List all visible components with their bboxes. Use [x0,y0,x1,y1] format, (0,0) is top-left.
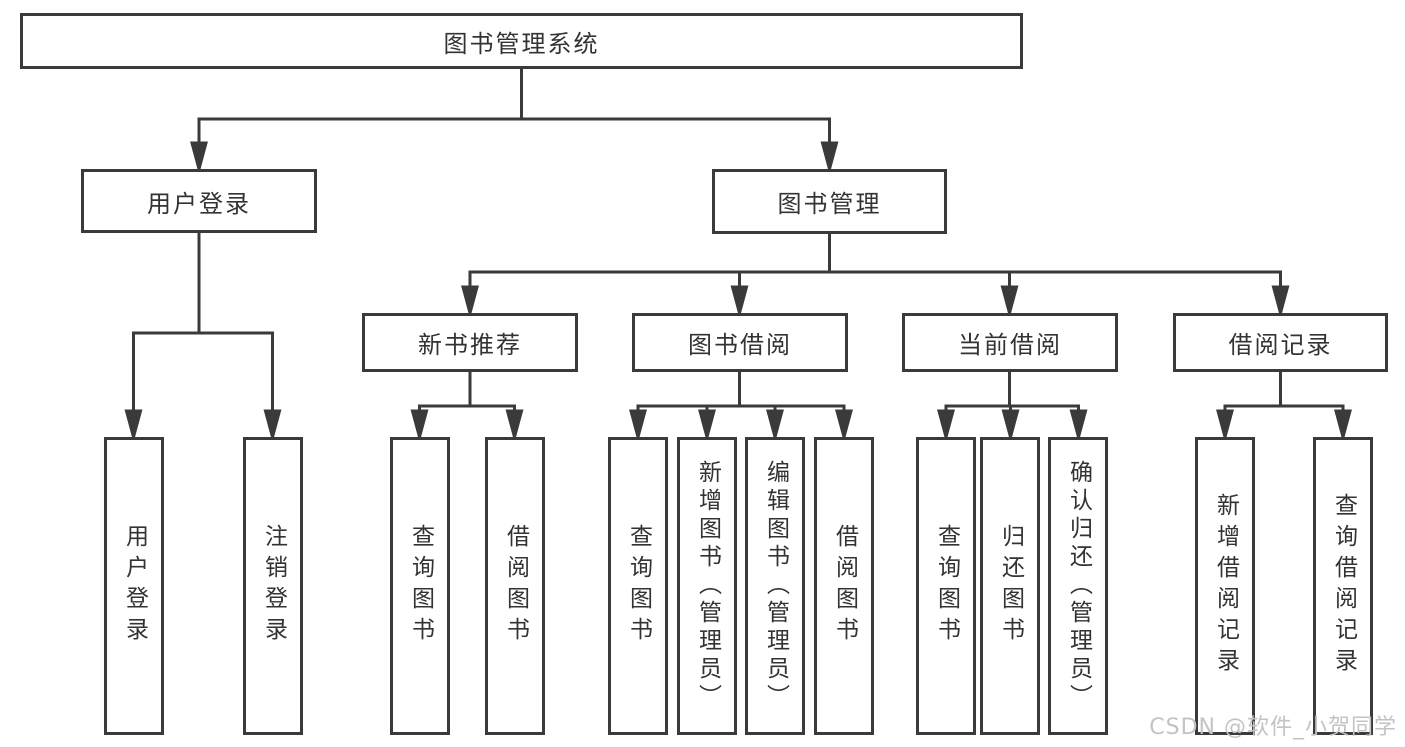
node-root: 图书管理系统 [20,13,1023,69]
node-book-borrow: 图书借阅 [632,313,848,372]
leaf-cb-return-books: 归还图书 [980,437,1040,735]
leaf-rec-borrow-books: 借阅图书 [485,437,545,735]
leaf-bb-edit-books-admin: 编辑图书（管理员） [745,437,805,735]
watermark: CSDN @软件_小贺同学 [1149,715,1397,740]
leaf-br-query-record: 查询借阅记录 [1313,437,1373,735]
node-borrow-records: 借阅记录 [1173,313,1388,372]
leaf-user-login: 用户登录 [104,437,164,735]
leaf-br-add-record: 新增借阅记录 [1195,437,1255,735]
node-book-management: 图书管理 [712,169,947,234]
leaf-cb-confirm-return-admin: 确认归还（管理员） [1048,437,1108,735]
leaf-bb-borrow-books: 借阅图书 [814,437,874,735]
node-user-login: 用户登录 [81,169,317,233]
leaf-logout-login: 注销登录 [243,437,303,735]
leaf-bb-query-books: 查询图书 [608,437,668,735]
node-current-borrow: 当前借阅 [902,313,1118,372]
leaf-cb-query-books: 查询图书 [916,437,976,735]
leaf-rec-query-books: 查询图书 [390,437,450,735]
leaf-bb-add-books-admin: 新增图书（管理员） [677,437,737,735]
node-new-book-recommend: 新书推荐 [362,313,578,372]
